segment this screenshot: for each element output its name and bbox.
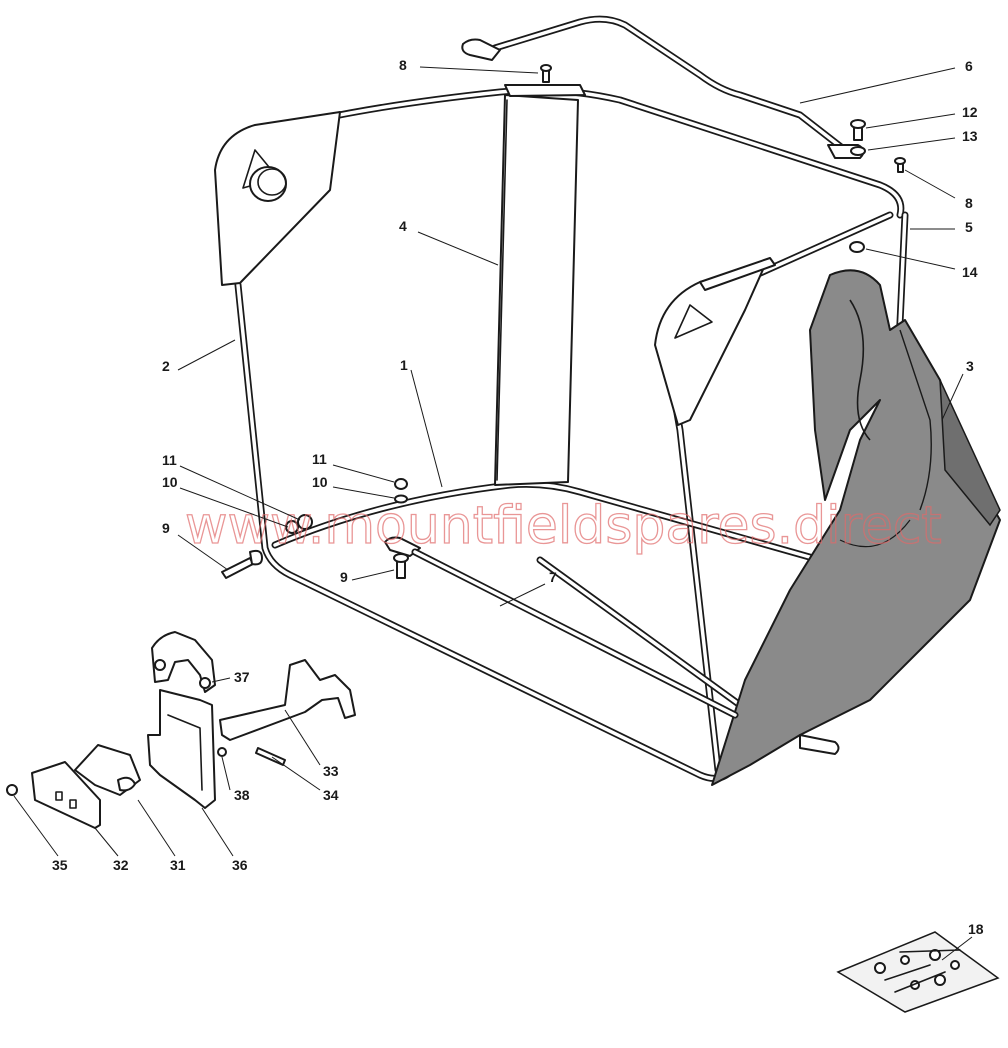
callout-labels: 8 6 12 13 8 5 14 4 2 1 3 11 10 11 10 9 9… — [52, 57, 984, 937]
callout-9-left: 9 — [162, 520, 170, 536]
callout-10-mid: 10 — [312, 474, 328, 490]
callout-1: 1 — [400, 357, 408, 373]
latch-assembly — [6, 631, 356, 829]
rear-strut — [494, 94, 579, 486]
watermark: www.mountfieldspares.direct — [185, 496, 942, 556]
callout-12: 12 — [962, 104, 978, 120]
callout-11-left: 11 — [162, 452, 177, 468]
grass-bag — [711, 269, 1001, 786]
callout-32: 32 — [113, 857, 129, 873]
callout-33: 33 — [323, 763, 339, 779]
top-bracket-plate — [504, 84, 586, 97]
bottom-mount-tab — [799, 734, 840, 755]
callout-34: 34 — [323, 787, 339, 803]
callout-13: 13 — [962, 128, 978, 144]
left-side-panel — [214, 111, 341, 286]
callout-14: 14 — [962, 264, 978, 280]
callout-8-right: 8 — [965, 195, 973, 211]
callout-10-left: 10 — [162, 474, 178, 490]
callout-4: 4 — [399, 218, 407, 234]
callout-18: 18 — [968, 921, 984, 937]
leader-lines — [13, 66, 973, 961]
callout-8: 8 — [399, 57, 407, 73]
callout-37: 37 — [234, 669, 250, 685]
callout-36: 36 — [232, 857, 248, 873]
right-side-panel — [654, 257, 776, 426]
callout-38: 38 — [234, 787, 250, 803]
callout-35: 35 — [52, 857, 68, 873]
callout-3: 3 — [966, 358, 974, 374]
frame-hardware — [221, 64, 906, 579]
callout-11-mid: 11 — [312, 451, 327, 467]
callout-7: 7 — [549, 569, 557, 585]
callout-2: 2 — [162, 358, 170, 374]
base-bar — [384, 536, 739, 719]
callout-31: 31 — [170, 857, 186, 873]
fixing-kit-bag — [836, 931, 1000, 1013]
callout-9-mid: 9 — [340, 569, 348, 585]
callout-6: 6 — [965, 58, 973, 74]
callout-5: 5 — [965, 219, 973, 235]
